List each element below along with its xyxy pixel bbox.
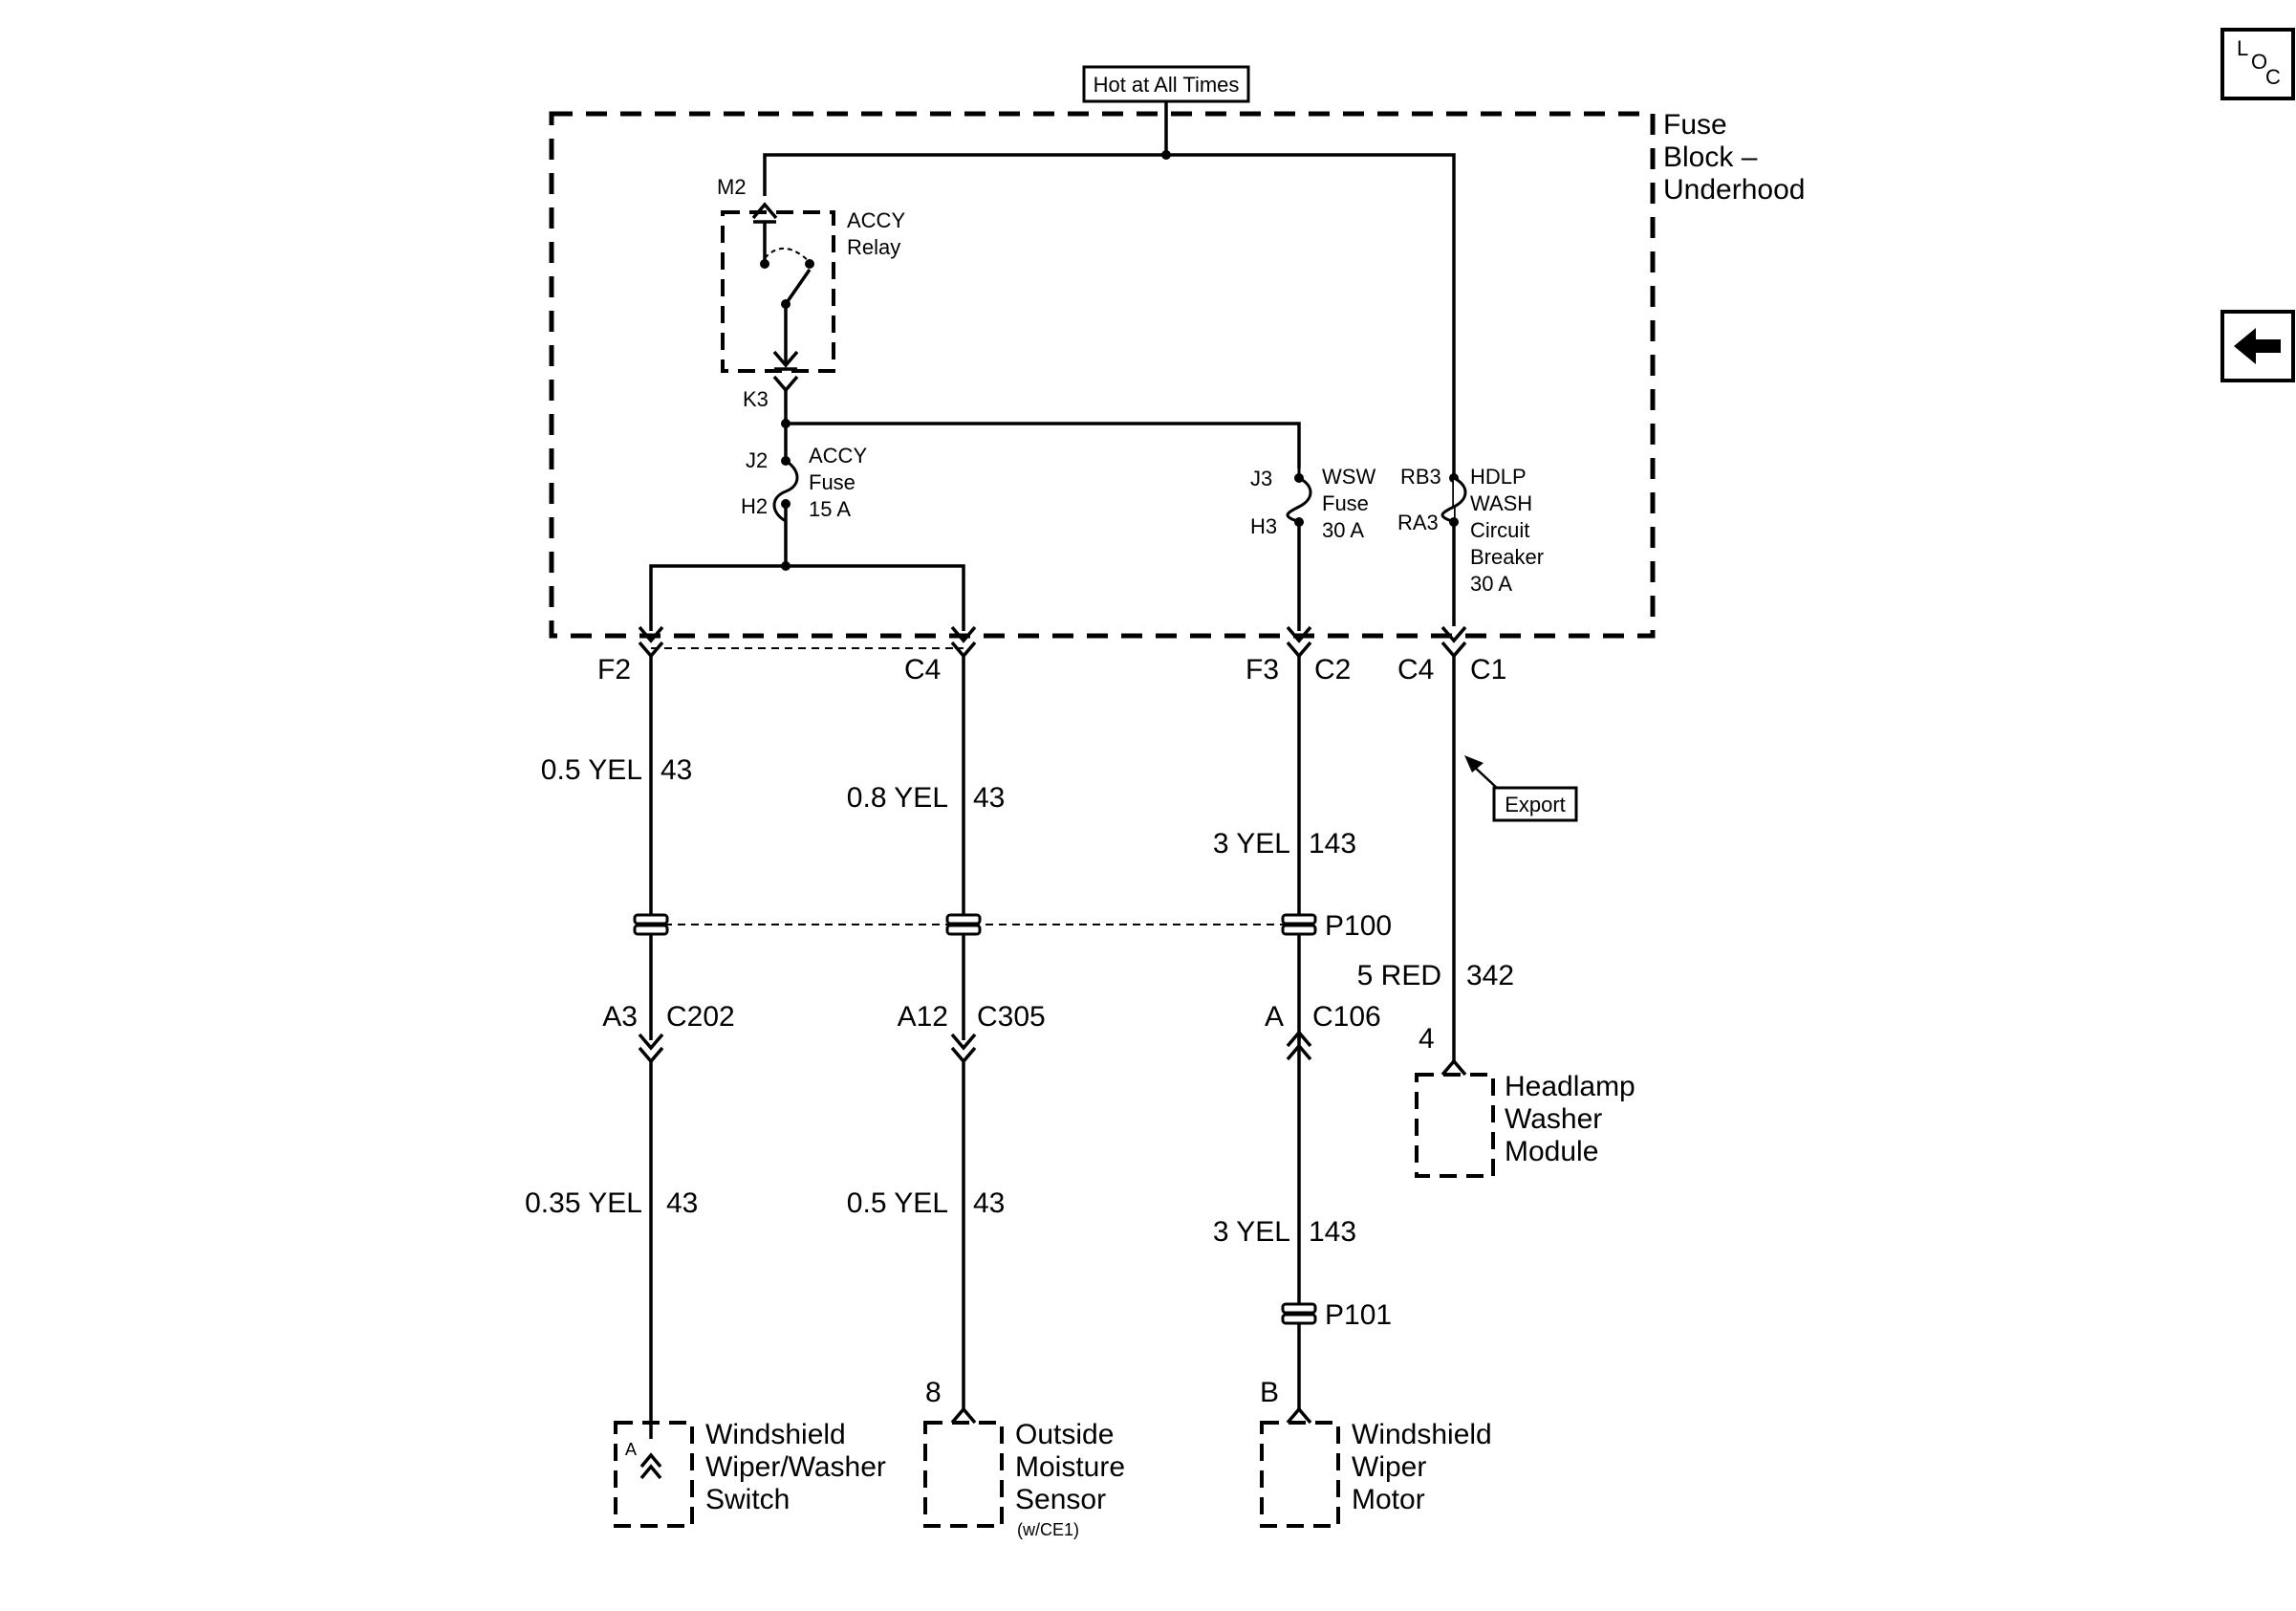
block-pin-c4b: C4	[1397, 654, 1434, 686]
hot-at-all-times-box: Hot at All Times	[1082, 65, 1250, 103]
splice-p101-label: P101	[1325, 1299, 1392, 1331]
outside-moisture-sensor: 8 Outside Moisture Sensor (w/CE1)	[923, 1377, 1125, 1539]
accy-fuse-label-2: Fuse	[809, 470, 856, 494]
headlamp-washer-module: 4 Headlamp Washer Module	[1415, 1023, 1635, 1178]
sensor-label-3: Sensor	[1015, 1484, 1106, 1515]
fuse-block-label-3: Underhood	[1663, 174, 1805, 206]
hdlp-breaker-label-4: Breaker	[1470, 545, 1544, 569]
hdlp-breaker-label-1: HDLP	[1470, 465, 1527, 489]
connector-c106-pin: A	[1265, 1001, 1284, 1033]
switch-label-3: Switch	[705, 1484, 790, 1515]
wire-3-circuit: 143	[1309, 828, 1356, 860]
wsw-fuse-pin-j3: J3	[1250, 467, 1272, 490]
block-pin-c1: C1	[1470, 654, 1506, 686]
left-arrow-icon	[2234, 328, 2281, 364]
wsw-fuse-label-1: WSW	[1322, 465, 1375, 489]
windshield-wiper-washer-switch: A Windshield Wiper/Washer Switch	[614, 1419, 886, 1528]
export-callout: Export	[1464, 755, 1578, 822]
hdlp-breaker-label-2: WASH	[1470, 491, 1532, 515]
loc-letter-l: L	[2237, 36, 2248, 60]
wire-1-circuit: 43	[661, 754, 692, 786]
block-pin-f2: F2	[597, 654, 631, 686]
block-pin-c2: C2	[1314, 654, 1351, 686]
sensor-note: (w/CE1)	[1017, 1520, 1079, 1539]
relay-pin-k3: K3	[743, 387, 769, 411]
accy-relay-outline	[721, 210, 835, 373]
wire-2-gauge: 0.8 YEL	[847, 782, 948, 814]
block-pin-c4: C4	[904, 654, 941, 686]
sensor-pin-8: 8	[925, 1377, 942, 1408]
windshield-wiper-motor: B Windshield Wiper Motor	[1260, 1377, 1492, 1528]
connector-c305-name: C305	[977, 1001, 1046, 1033]
wsw-fuse-label-2: Fuse	[1322, 491, 1369, 515]
accy-fuse-pin-h2: H2	[741, 494, 768, 518]
block-pin-f3: F3	[1245, 654, 1279, 686]
connector-c202-pin: A3	[602, 1001, 638, 1033]
hlw-label-1: Headlamp	[1505, 1071, 1635, 1102]
relay-label-2: Relay	[847, 235, 900, 259]
switch-pin-a: A	[625, 1440, 637, 1459]
wire-lower-1-circuit: 43	[666, 1187, 698, 1219]
block-exit-connectors	[638, 625, 1467, 659]
accy-fuse-label-1: ACCY	[809, 444, 867, 468]
connector-c305-pin: A12	[898, 1001, 948, 1033]
mid-connectors	[638, 1030, 1312, 1064]
fuse-block-label-2: Block –	[1663, 142, 1758, 173]
loc-letter-o: O	[2251, 50, 2267, 74]
export-label: Export	[1505, 793, 1566, 816]
wire-4-circuit: 342	[1466, 960, 1514, 991]
hdlp-breaker-label-5: 30 A	[1470, 572, 1512, 596]
wire-1-gauge: 0.5 YEL	[541, 754, 642, 786]
wire-3-gauge: 3 YEL	[1213, 828, 1290, 860]
connector-c202-name: C202	[666, 1001, 735, 1033]
wsw-fuse-pin-h3: H3	[1250, 514, 1277, 538]
hot-at-all-times-label: Hot at All Times	[1094, 73, 1240, 97]
hdlp-breaker-pin-rb3: RB3	[1400, 465, 1441, 489]
sensor-label-1: Outside	[1015, 1419, 1114, 1450]
wire-lower-2-gauge: 0.5 YEL	[847, 1187, 948, 1219]
wire-lower-1-gauge: 0.35 YEL	[525, 1187, 642, 1219]
fuse-block-outline	[549, 111, 1656, 639]
hlw-pin-4: 4	[1419, 1023, 1435, 1055]
fuse-block-label-1: Fuse	[1663, 109, 1727, 141]
hdlp-breaker-pin-ra3: RA3	[1397, 511, 1439, 534]
motor-label-3: Motor	[1352, 1484, 1425, 1515]
motor-label-1: Windshield	[1352, 1419, 1492, 1450]
motor-pin-b: B	[1260, 1377, 1279, 1408]
hlw-label-2: Washer	[1505, 1103, 1602, 1135]
splice-p100-label: P100	[1325, 910, 1392, 942]
splice-p100: P100	[633, 910, 1392, 942]
switch-label-2: Wiper/Washer	[705, 1451, 886, 1483]
wire-lower-3-circuit: 143	[1309, 1216, 1356, 1248]
wire-lower-3-gauge: 3 YEL	[1213, 1216, 1290, 1248]
back-button[interactable]	[2220, 310, 2295, 382]
wire-2-circuit: 43	[973, 782, 1005, 814]
connector-c106-name: C106	[1312, 1001, 1381, 1033]
relay-pin-bottom-arrow	[772, 350, 799, 371]
wire-lower-2-circuit: 43	[973, 1187, 1005, 1219]
splice-p101: P101	[1281, 1299, 1392, 1331]
accy-fuse-label-3: 15 A	[809, 497, 851, 521]
loc-letter-c: C	[2265, 65, 2281, 89]
relay-pin-m2: M2	[717, 175, 747, 199]
switch-label-1: Windshield	[705, 1419, 846, 1450]
accy-fuse-pin-j2: J2	[746, 448, 768, 472]
relay-label-1: ACCY	[847, 208, 905, 232]
hlw-label-3: Module	[1505, 1136, 1598, 1167]
hdlp-breaker-label-3: Circuit	[1470, 518, 1529, 542]
wsw-fuse-label-3: 30 A	[1322, 518, 1364, 542]
wire-4-gauge: 5 RED	[1357, 960, 1441, 991]
sensor-label-2: Moisture	[1015, 1451, 1125, 1483]
motor-label-2: Wiper	[1352, 1451, 1426, 1483]
loc-button[interactable]: L O C	[2220, 28, 2295, 100]
